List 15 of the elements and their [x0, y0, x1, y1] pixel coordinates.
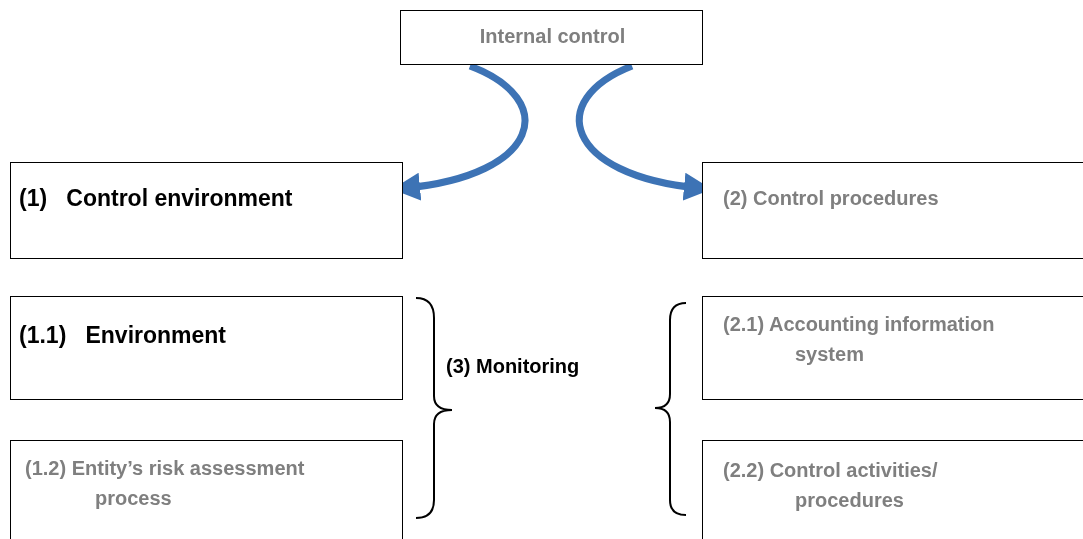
text-box: [702, 296, 1083, 400]
text-box: [400, 10, 703, 65]
text-box: [702, 440, 1083, 539]
text-box: [702, 162, 1083, 259]
box-label: (1) Control environment: [19, 184, 294, 213]
text-box: [10, 162, 403, 259]
group-label: (3) Monitoring: [446, 355, 580, 378]
box-label: (1.1) Environment: [19, 321, 228, 350]
box-label: (2.1) Accounting information system: [723, 312, 996, 367]
box-label: (1.2) Entity’s risk assessment process: [25, 456, 305, 511]
box-label: (2) Control procedures: [723, 186, 940, 211]
box-label: Internal control: [478, 24, 627, 48]
text-box: [10, 296, 403, 400]
box-label: (2.2) Control activities/ procedures: [723, 458, 939, 513]
text-box: [10, 440, 403, 539]
